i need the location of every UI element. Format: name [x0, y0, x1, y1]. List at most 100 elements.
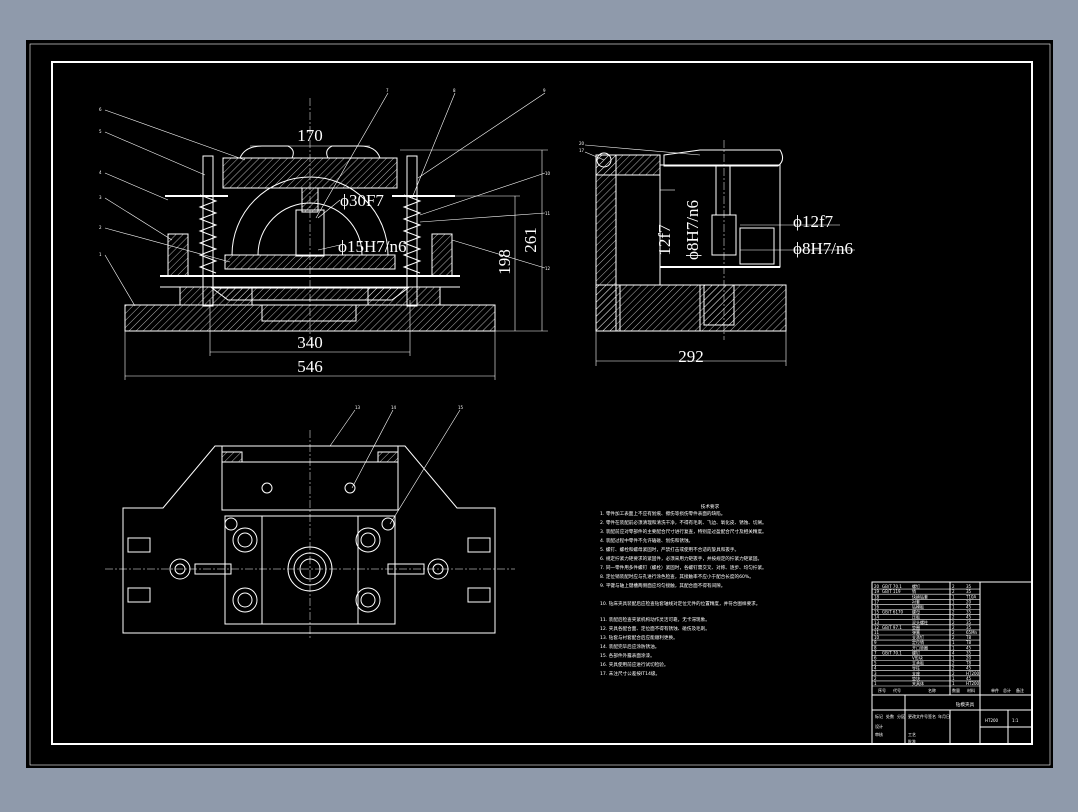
- parts-cell: 2: [952, 610, 955, 615]
- tech-note-line: 8. 定位销装配时应与孔进行涂色检查，其接触率不应小于配合长度的60%。: [600, 573, 754, 580]
- parts-cell: 10: [874, 635, 880, 640]
- header-cell: 材料: [967, 687, 975, 693]
- parts-cell: 12: [874, 625, 880, 630]
- dim-340: 340: [297, 333, 323, 352]
- parts-cell: 35: [966, 650, 972, 655]
- tech-note-line: 6. 规定拧紧力矩要求的紧固件，必须采用力矩扳手，并按规定的拧紧力矩紧固。: [600, 555, 762, 562]
- dim-198: 198: [495, 249, 514, 275]
- bottom-label: 审核: [875, 731, 883, 737]
- parts-cell: 垫圈: [912, 624, 920, 630]
- tech-note-line: 16. 夹具使用前应进行试切检验。: [600, 661, 669, 668]
- dim-261: 261: [521, 227, 540, 253]
- paper-area: [26, 40, 1053, 768]
- tech-note-line: 2. 零件在装配前必须清理和清洗干净，不得有毛刺、飞边、氧化皮、锈蚀、切屑。: [600, 519, 767, 526]
- parts-cell: 弹簧: [912, 629, 920, 635]
- tech-note-line: 4. 装配过程中零件不允许磕碰、划伤和锈蚀。: [600, 537, 693, 544]
- tech-note-line: 3. 装配前应对零部件的主要配合尺寸进行复查，特别是过盈配合尺寸及相关精度。: [600, 528, 767, 535]
- fit-pin: ϕ15H7/n6: [338, 237, 406, 256]
- parts-cell: 20: [874, 584, 880, 589]
- top-view: 13 14 15: [105, 405, 515, 640]
- balloon-10: 10: [545, 171, 551, 176]
- parts-cell: 17: [874, 599, 880, 604]
- dim-170: 170: [297, 126, 323, 145]
- parts-cell: 2: [952, 625, 955, 630]
- parts-cell: 支座: [912, 670, 920, 676]
- bottom-label: 更改文件号: [908, 713, 928, 719]
- parts-cell: 45: [966, 605, 972, 610]
- bottom-label: 年月日: [938, 713, 950, 719]
- parts-cell: 8: [874, 645, 877, 650]
- material-cell: HT200: [985, 718, 999, 723]
- parts-cell: V形块: [912, 655, 923, 661]
- parts-cell: 2: [952, 589, 955, 594]
- parts-cell: 2: [952, 620, 955, 625]
- tech-note-line: 1. 零件加工表面上不应有划痕、擦伤等损伤零件表面的缺陷。: [600, 510, 725, 517]
- parts-cell: 双头螺柱: [912, 619, 928, 625]
- bottom-label: 签名: [928, 713, 936, 719]
- parts-cell: 35: [966, 620, 972, 625]
- balloon-2: 2: [99, 225, 102, 230]
- bottom-label: 批准: [908, 738, 916, 744]
- parts-cell: 开口垫圈: [912, 644, 928, 650]
- parts-cell: HT200: [966, 681, 980, 686]
- balloon-5: 5: [99, 129, 102, 134]
- balloon-14: 14: [391, 405, 397, 410]
- header-cell: 名称: [928, 687, 936, 693]
- parts-cell: 5: [874, 661, 877, 666]
- tech-note-line: 10. 钻床夹具装配后应检查钻套轴线对定位元件的位置精度，并符合图样要求。: [600, 600, 760, 607]
- dim-546: 546: [297, 357, 323, 376]
- parts-cell: 11: [874, 630, 880, 635]
- parts-cell: 20: [966, 656, 972, 661]
- balloon-17: 17: [579, 148, 585, 153]
- parts-cell: 2: [952, 635, 955, 640]
- parts-cell: 1: [952, 681, 955, 686]
- parts-cell: 1: [874, 681, 877, 686]
- parts-cell: 夹具体: [912, 680, 924, 686]
- technical-notes: 技术要求 1. 零件加工表面上不应有划痕、擦伤等损伤零件表面的缺陷。 2. 零件…: [600, 503, 767, 677]
- parts-cell: 支承钉: [912, 634, 924, 640]
- scale-cell: 1:1: [1012, 718, 1019, 723]
- fit-8h7: ϕ8H7/n6: [793, 239, 853, 258]
- balloon-8: 8: [453, 88, 456, 93]
- balloon-11: 11: [545, 211, 551, 216]
- parts-cell: T8: [965, 661, 971, 666]
- header-cell: 代号: [893, 687, 901, 693]
- balloon-6: 6: [99, 107, 102, 112]
- parts-cell: 螺钉: [912, 649, 920, 655]
- balloon-15: 15: [458, 405, 464, 410]
- parts-cell: 快换钻套: [912, 593, 928, 599]
- balloon-1: 1: [99, 252, 102, 257]
- parts-cell: 1: [952, 645, 955, 650]
- parts-cell: 7: [874, 650, 877, 655]
- side-view: 292 ϕ12f7 ϕ8H7/n6 ϕ8H7/n6 12f7 20 17: [579, 140, 855, 366]
- parts-cell: 2: [952, 630, 955, 635]
- parts-cell: 35: [966, 625, 972, 630]
- parts-cell: 4: [874, 666, 877, 671]
- bottom-label: 处数: [886, 713, 894, 719]
- parts-cell: GB/T 119: [882, 589, 901, 594]
- sheet-border-outer: [29, 43, 1051, 766]
- front-view: 170 ϕ30F7 ϕ15H7/n6 340 546 261 198 6 5 4…: [99, 88, 551, 380]
- parts-cell: 9: [874, 640, 877, 645]
- fit-12f7: ϕ12f7: [793, 212, 834, 231]
- header-cell: 单件: [991, 687, 999, 693]
- parts-cell: 螺钉: [912, 583, 920, 589]
- tech-note-line: 9. 平键与轴上键槽两侧面应均匀接触，其配合面不得有间隙。: [600, 582, 725, 589]
- parts-cell: 1: [952, 676, 955, 681]
- header-cell: 序号: [878, 687, 886, 693]
- parts-cell: 45: [966, 666, 972, 671]
- parts-cell: 35: [966, 589, 972, 594]
- tech-notes-title: 技术要求: [701, 503, 720, 510]
- header-cell: 总计: [1003, 687, 1011, 693]
- bottom-label: 设计: [875, 723, 883, 729]
- parts-cell: 螺母: [912, 609, 920, 615]
- parts-cell: T8: [965, 635, 971, 640]
- balloon-4: 4: [99, 170, 102, 175]
- fit-vertical-8h7: ϕ8H7/n6: [683, 200, 702, 260]
- tech-note-line: 13. 钻套与衬套配合后应能顺利更换。: [600, 634, 678, 641]
- bottom-label: 标记: [875, 713, 883, 719]
- parts-cell: 压板: [912, 614, 920, 620]
- parts-cell: 14: [874, 615, 880, 620]
- parts-cell: 1: [952, 605, 955, 610]
